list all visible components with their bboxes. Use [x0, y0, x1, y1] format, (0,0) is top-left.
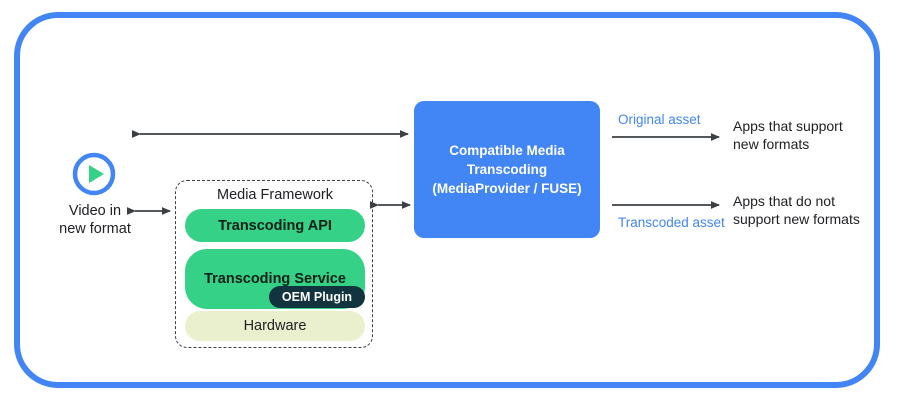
video-source-label: Video in new format — [59, 203, 131, 237]
apps-not-supporting-formats-label: Apps that do not support new formats — [733, 193, 860, 227]
transcoding-service-label: Transcoding Service — [204, 271, 346, 287]
media-framework-group: Media Framework Transcoding API Transcod… — [175, 180, 373, 348]
apps-supporting-formats-label: Apps that support new formats — [733, 118, 843, 152]
compatible-media-transcoding-box[interactable]: Compatible Media Transcoding (MediaProvi… — [414, 101, 600, 238]
transcoded-asset-edge-label: Transcoded asset — [618, 215, 725, 230]
compatible-media-transcoding-label: Compatible Media Transcoding (MediaProvi… — [432, 143, 582, 196]
oem-plugin-badge[interactable]: OEM Plugin — [269, 286, 365, 308]
hardware-box[interactable]: Hardware — [185, 311, 365, 341]
original-asset-edge-label: Original asset — [618, 112, 701, 127]
play-circle-icon — [72, 152, 116, 196]
transcoding-api-label: Transcoding API — [218, 217, 332, 234]
transcoding-api-box[interactable]: Transcoding API — [185, 209, 365, 242]
media-framework-title: Media Framework — [216, 187, 334, 203]
hardware-label: Hardware — [243, 318, 307, 334]
oem-plugin-label: OEM Plugin — [281, 290, 353, 304]
